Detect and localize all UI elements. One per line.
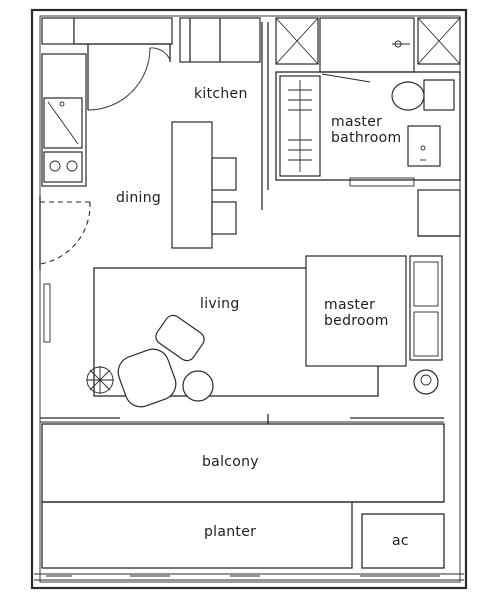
room-label-balcony: balcony (202, 454, 259, 470)
room-label-master-bedroom-line2: bedroom (324, 313, 389, 329)
balcony-door (40, 414, 444, 424)
bedroom-wardrobe (409, 189, 461, 361)
master-bathroom (275, 17, 461, 187)
dining-island (171, 121, 237, 249)
kitchen-upper-cabinets (179, 17, 261, 63)
kitchen-counter (41, 53, 87, 187)
plant-icon (86, 366, 114, 394)
lounge-chair-icon (155, 314, 205, 362)
room-label-master-bedroom-line1: master (324, 297, 375, 313)
stool-icon (211, 201, 237, 235)
armchair-icon (117, 348, 177, 408)
planter (41, 501, 444, 569)
stool-icon (211, 157, 237, 191)
partition-wall (261, 22, 269, 210)
room-label-kitchen: kitchen (194, 86, 248, 102)
room-label-ac: ac (392, 533, 409, 549)
toilet-icon (423, 79, 455, 111)
room-label-living: living (200, 296, 240, 312)
room-label-planter: planter (204, 524, 256, 540)
room-label-dining: dining (116, 190, 161, 206)
top-left-cabinet (41, 17, 173, 45)
room-label-master-bathroom-line2: bathroom (331, 130, 401, 146)
facade-railing (34, 573, 464, 581)
entry-door (87, 44, 171, 111)
lamp-icon (413, 369, 439, 395)
side-table-icon (182, 370, 214, 402)
living-furniture (86, 314, 439, 408)
bed-icon (305, 255, 407, 367)
side-door (39, 196, 91, 270)
room-label-master-bathroom-line1: master (331, 114, 382, 130)
master-bed (305, 255, 407, 367)
ac-ledge (361, 513, 445, 569)
